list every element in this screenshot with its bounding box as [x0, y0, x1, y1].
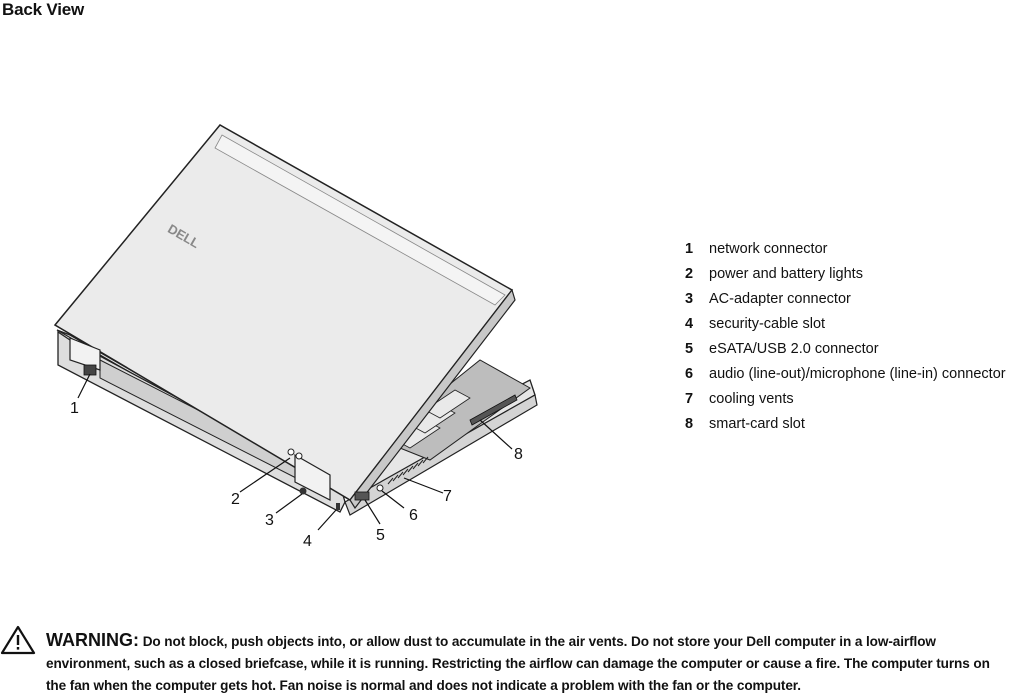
callout-6: 6 — [409, 507, 418, 524]
legend-label: security-cable slot — [709, 315, 826, 332]
callout-5: 5 — [376, 527, 385, 544]
battery-light — [295, 452, 303, 460]
callout-1: 1 — [70, 400, 79, 417]
warning-body: Do not block, push objects into, or allo… — [46, 634, 990, 693]
legend-item: 7 cooling vents — [685, 386, 1006, 411]
lid-edge — [349, 288, 516, 510]
legend-label: smart-card slot — [709, 415, 805, 432]
legend-item: 3 AC-adapter connector — [685, 286, 1006, 311]
callout-2: 2 — [231, 491, 240, 508]
legend-item: 1 network connector — [685, 236, 1006, 261]
warning-label: WARNING: — [46, 630, 139, 650]
legend-number: 6 — [685, 365, 694, 382]
legend-label: power and battery lights — [709, 265, 863, 282]
legend-number: 3 — [685, 290, 694, 307]
legend-number: 2 — [685, 265, 694, 282]
callout-legend: 1 network connector 2 power and battery … — [685, 236, 1006, 436]
power-light — [287, 448, 295, 456]
cooling-vents — [387, 456, 429, 485]
callout-8: 8 — [514, 446, 523, 463]
esata-usb-port — [354, 491, 370, 501]
callout-4: 4 — [303, 533, 312, 550]
network-port — [83, 364, 97, 376]
right-hinge — [294, 453, 331, 501]
legend-number: 4 — [685, 315, 694, 332]
legend-label: network connector — [709, 240, 828, 257]
legend-number: 7 — [685, 390, 694, 407]
legend-item: 2 power and battery lights — [685, 261, 1006, 286]
laptop-back-view-illustration: DELL 1 2 3 4 5 6 7 8 — [53, 124, 538, 550]
legend-number: 8 — [685, 415, 694, 432]
leader-lines — [77, 373, 513, 531]
ac-adapter-port — [299, 487, 307, 495]
legend-label: audio (line-out)/microphone (line-in) co… — [709, 365, 1006, 382]
warning-text: WARNING: Do not block, push objects into… — [46, 629, 1006, 697]
left-hinge — [69, 337, 101, 371]
legend-item: 8 smart-card slot — [685, 411, 1006, 436]
legend-number: 5 — [685, 340, 694, 357]
audio-port — [376, 484, 384, 492]
lid-top-band — [214, 134, 506, 306]
smart-card-slot — [469, 394, 518, 426]
legend-item: 6 audio (line-out)/microphone (line-in) … — [685, 361, 1006, 386]
legend-label: eSATA/USB 2.0 connector — [709, 340, 879, 357]
page-title: Back View — [2, 0, 84, 19]
callout-7: 7 — [443, 488, 452, 505]
laptop-right-side — [344, 394, 538, 516]
legend-label: cooling vents — [709, 390, 794, 407]
legend-number: 1 — [685, 240, 694, 257]
warning-triangle-icon — [0, 625, 36, 655]
security-slot — [336, 503, 340, 510]
legend-label: AC-adapter connector — [709, 290, 851, 307]
legend-item: 4 security-cable slot — [685, 311, 1006, 336]
legend-item: 5 eSATA/USB 2.0 connector — [685, 336, 1006, 361]
callout-3: 3 — [265, 512, 274, 529]
